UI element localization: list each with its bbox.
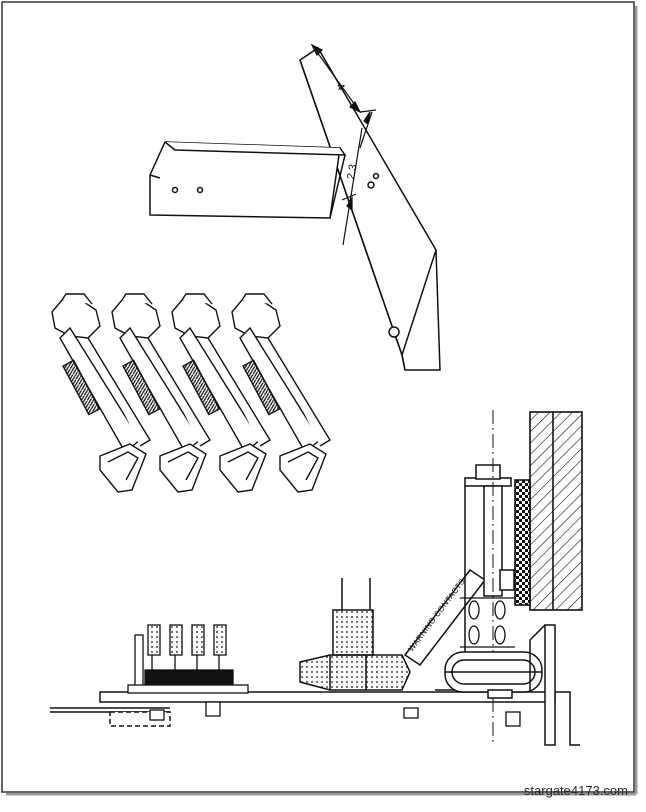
spring-links bbox=[460, 597, 515, 648]
hatched-magnet bbox=[514, 411, 583, 611]
page-border bbox=[1, 1, 635, 793]
angle-bracket bbox=[149, 141, 347, 219]
contact-levers bbox=[51, 293, 331, 493]
dimension-lower-label: 2.3 bbox=[345, 163, 359, 180]
contact-block-stack bbox=[127, 624, 249, 694]
contact-lever bbox=[111, 293, 211, 493]
vertical-post bbox=[435, 410, 515, 745]
roller-assembly bbox=[299, 654, 411, 691]
watermark: stargate4173.com bbox=[523, 783, 628, 798]
rubber-wheel bbox=[444, 651, 543, 699]
mounting-screws bbox=[149, 701, 521, 727]
insulator-block bbox=[332, 578, 374, 656]
base-plate bbox=[50, 691, 580, 746]
contact-lever bbox=[171, 293, 271, 493]
dimension-lines bbox=[310, 43, 377, 246]
dimension-upper-label: 4 bbox=[333, 81, 346, 93]
right-bracket bbox=[529, 624, 556, 746]
contact-lever bbox=[231, 293, 331, 493]
contact-lever bbox=[51, 293, 151, 493]
